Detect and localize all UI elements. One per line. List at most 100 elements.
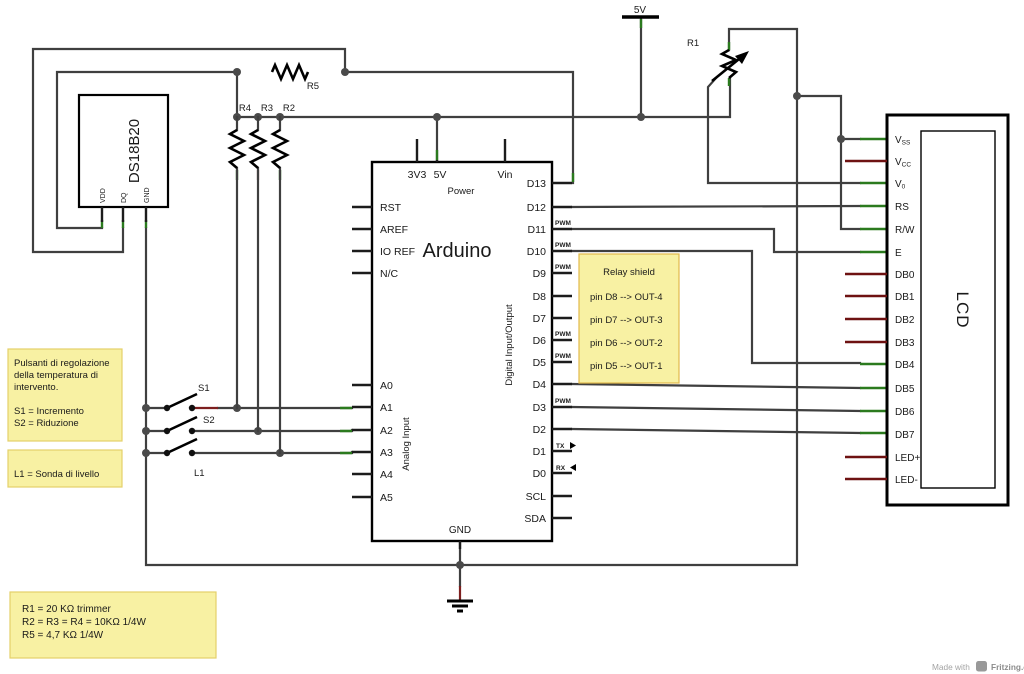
tx-arrow-icon xyxy=(570,442,576,449)
arduino-box[interactable]: Arduino Power 3V3 5V Vin RST AREF IO REF… xyxy=(352,139,576,549)
lcd-title: LCD xyxy=(953,291,972,328)
ds18b20-pin-dq: DQ xyxy=(121,192,128,203)
switch-l1-label: L1 xyxy=(194,468,205,479)
pwm-tag-d10: PWM xyxy=(555,242,571,249)
supply-5v-symbol[interactable]: 5V xyxy=(622,5,659,19)
tx-tag: TX xyxy=(556,443,565,450)
resistor-r4[interactable]: R4 xyxy=(227,103,251,410)
made-with-label: Made with xyxy=(932,662,970,672)
ground-symbol[interactable] xyxy=(447,599,473,613)
arduino-pin-a5: A5 xyxy=(380,492,393,504)
lcd-box[interactable]: LCD VSS VCC V0 RS R/W E DB0 DB1 DB2 DB3 … xyxy=(845,113,1010,507)
lcd-pin-vss: VSS xyxy=(895,135,911,147)
pwm-tag-d3: PWM xyxy=(555,398,571,405)
lcd-pin-db1: DB1 xyxy=(895,292,915,303)
pwm-tag-d9: PWM xyxy=(555,264,571,271)
arduino-pin-d8: D8 xyxy=(533,291,547,303)
arduino-pin-vin: Vin xyxy=(498,169,513,181)
lcd-pin-led-minus: LED- xyxy=(895,475,918,486)
trimmer-wiper-arrow xyxy=(735,51,749,64)
resistor-r4-label: R4 xyxy=(239,103,251,114)
arduino-title: Arduino xyxy=(423,240,492,262)
lcd-pin-led-plus: LED+ xyxy=(895,453,920,464)
arduino-pin-a0: A0 xyxy=(380,380,393,392)
arduino-pin-d7: D7 xyxy=(533,313,547,325)
arduino-pin-d5: D5 xyxy=(533,357,547,369)
arduino-pin-d13: D13 xyxy=(527,178,546,190)
arduino-pin-a3: A3 xyxy=(380,447,393,459)
arduino-pin-scl: SCL xyxy=(526,491,547,503)
net-d4-db5 xyxy=(570,382,862,390)
switch-l1[interactable]: L1 xyxy=(163,437,205,479)
arduino-pin-d6: D6 xyxy=(533,335,547,347)
ds18b20-pin-gnd: GND xyxy=(144,187,151,203)
net-d10-db4 xyxy=(570,249,862,365)
arduino-pin-d3: D3 xyxy=(533,402,547,414)
resistor-r3-label: R3 xyxy=(261,103,273,114)
resistor-r3[interactable]: R3 xyxy=(248,103,273,433)
arduino-digital-group-label: Digital Input/Output xyxy=(504,304,515,386)
lcd-pin-db6: DB6 xyxy=(895,407,915,418)
pwm-tag-d11: PWM xyxy=(555,220,571,227)
arduino-analog-group-label: Analog Input xyxy=(401,417,412,471)
arduino-pin-rst: RST xyxy=(380,202,402,214)
arduino-pin-a1: A1 xyxy=(380,402,393,414)
lcd-pin-db5: DB5 xyxy=(895,384,915,395)
arduino-pin-a4: A4 xyxy=(380,469,393,481)
note-buttons-line3: intervento. xyxy=(14,382,58,393)
arduino-pin-aref: AREF xyxy=(380,224,408,236)
lcd-pin-rw: R/W xyxy=(895,225,915,236)
arduino-pin-gnd: GND xyxy=(449,525,471,536)
arduino-pin-d12: D12 xyxy=(527,202,546,214)
arduino-pin-3v3: 3V3 xyxy=(408,169,427,181)
note-resistor-values[interactable]: R1 = 20 KΩ trimmer R2 = R3 = R4 = 10KΩ 1… xyxy=(9,591,217,659)
note-buttons-line5: S2 = Riduzione xyxy=(14,418,79,429)
trimmer-r1[interactable]: R1 xyxy=(687,38,749,83)
pwm-tag-d6: PWM xyxy=(555,331,571,338)
lcd-pin-db2: DB2 xyxy=(895,315,915,326)
arduino-pin-d11: D11 xyxy=(528,224,547,236)
switch-s2[interactable]: S2 xyxy=(163,415,215,435)
net-d12-rs xyxy=(570,204,862,209)
switch-s2-label: S2 xyxy=(203,415,215,426)
net-wiper-v0 xyxy=(706,76,862,185)
arduino-pin-5v: 5V xyxy=(434,169,447,181)
net-5v xyxy=(235,15,732,162)
switch-s1-label: S1 xyxy=(198,383,210,394)
net-gnd xyxy=(144,27,862,601)
lcd-pin-db4: DB4 xyxy=(895,360,915,371)
resistor-r2[interactable]: R2 xyxy=(270,103,295,455)
arduino-pin-d2: D2 xyxy=(533,424,547,436)
rx-tag: RX xyxy=(556,465,566,472)
lcd-pin-db3: DB3 xyxy=(895,338,915,349)
arduino-pin-sda: SDA xyxy=(524,513,546,525)
net-d11-e xyxy=(570,227,862,254)
net-d2-db7 xyxy=(570,427,862,435)
note-buttons-line2: della temperatura di xyxy=(14,370,98,381)
switch-s1[interactable]: S1 xyxy=(163,383,210,412)
footer-credit: Made with Fritzing.org xyxy=(932,661,1024,672)
lcd-pin-db7: DB7 xyxy=(895,430,915,441)
ds18b20-title: DS18B20 xyxy=(126,119,143,183)
arduino-pin-d10: D10 xyxy=(527,246,546,258)
arduino-pin-d4: D4 xyxy=(533,379,547,391)
net-l1-a3 xyxy=(144,450,354,455)
ds18b20-box[interactable]: DS18B20 VDD DQ GND xyxy=(77,93,170,222)
resistor-r5[interactable]: R5 xyxy=(270,61,319,92)
lcd-pin-vcc: VCC xyxy=(895,157,911,169)
note-relay-line2: pin D7 --> OUT-3 xyxy=(590,315,663,326)
junction-dots xyxy=(142,68,845,569)
fritzing-brand-label[interactable]: Fritzing.org xyxy=(991,662,1024,672)
arduino-pin-nc: N/C xyxy=(380,268,399,280)
note-relay-line4: pin D5 --> OUT-1 xyxy=(590,361,663,372)
note-relay[interactable]: Relay shield pin D8 --> OUT-4 pin D7 -->… xyxy=(578,253,680,384)
net-d3-db6 xyxy=(570,405,862,413)
note-level[interactable]: L1 = Sonda di livello xyxy=(7,449,123,488)
net-s2-a2 xyxy=(144,428,354,433)
pwm-tag-d5: PWM xyxy=(555,353,571,360)
lcd-pin-v0: V0 xyxy=(895,179,906,191)
resistor-r2-label: R2 xyxy=(283,103,295,114)
note-buttons[interactable]: Pulsanti di regolazione della temperatur… xyxy=(7,348,123,442)
